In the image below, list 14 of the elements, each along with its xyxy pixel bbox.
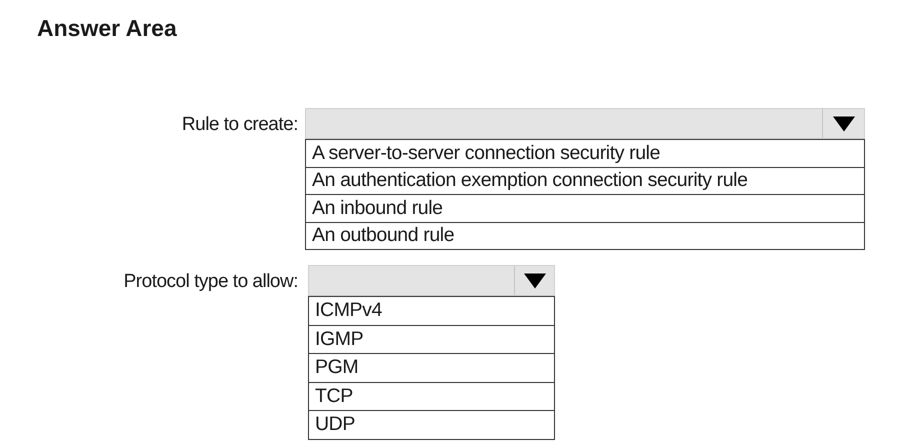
heading: Answer Area — [37, 14, 177, 43]
dropdown-option: TCP — [308, 382, 555, 411]
dropdown-option: A server-to-server connection security rule — [305, 139, 865, 168]
dropdown-option: PGM — [308, 353, 555, 382]
dropdown — [305, 108, 865, 139]
dropdown-option: An authentication exemption connection security rule — [305, 166, 865, 195]
field-label: Protocol type to allow: — [124, 270, 298, 294]
dropdown-option: An outbound rule — [305, 222, 865, 250]
field-label: Rule to create: — [182, 113, 298, 137]
dropdown-option: An inbound rule — [305, 194, 865, 222]
dropdown — [308, 265, 555, 296]
dropdown-option: UDP — [308, 410, 555, 440]
dropdown-option: IGMP — [308, 324, 555, 354]
dropdown-option: ICMPv4 — [308, 296, 555, 326]
